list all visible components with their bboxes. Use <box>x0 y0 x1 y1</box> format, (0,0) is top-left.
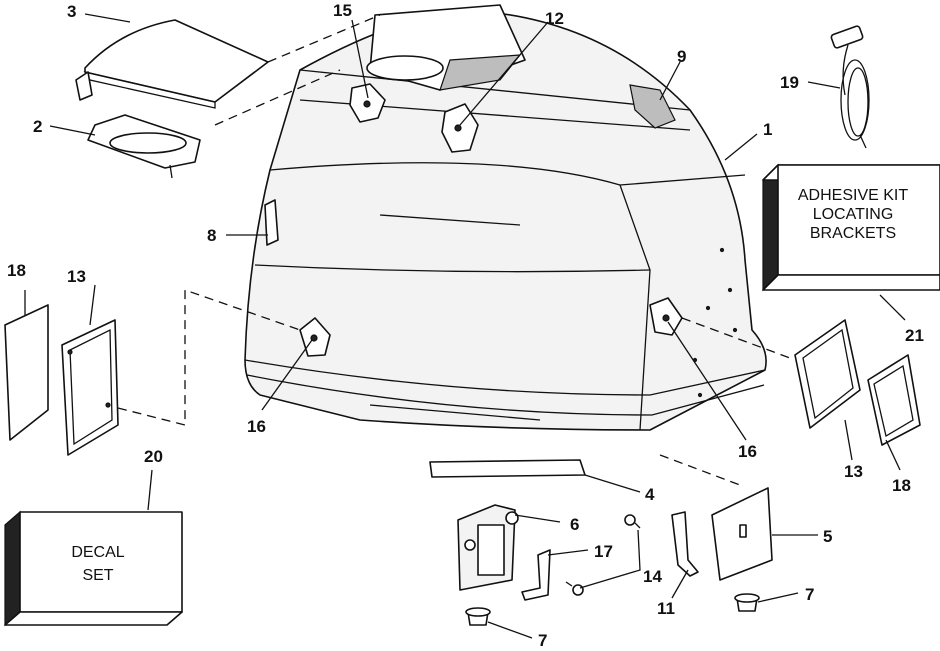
top-cover-plate <box>75 19 269 109</box>
decal-box-line2: SET <box>82 567 113 584</box>
mount-bracket-assembly <box>457 504 551 601</box>
callout-15: 15 <box>333 1 352 20</box>
assembly-line-left <box>117 289 301 426</box>
callout-1: 1 <box>763 120 772 139</box>
decal-panel-left <box>4 304 49 441</box>
cable-with-probe <box>830 25 870 149</box>
callout-7a: 7 <box>805 585 814 604</box>
callout-20: 20 <box>144 447 163 466</box>
callout-6: 6 <box>570 515 579 534</box>
callout-3: 3 <box>67 2 76 21</box>
callout-14: 14 <box>643 567 662 586</box>
assembly-line-top <box>214 69 341 126</box>
callout-18b: 18 <box>892 476 911 495</box>
callout-7b: 7 <box>538 631 547 650</box>
callout-13b: 13 <box>844 462 863 481</box>
decal-set-box: DECAL SET <box>4 510 183 627</box>
callout-2: 2 <box>33 117 42 136</box>
leader-lines <box>24 13 906 639</box>
callout-18a: 18 <box>7 261 26 280</box>
assembly-line-bottom <box>659 454 741 486</box>
callout-8: 8 <box>207 226 216 245</box>
rear-bracket-plate <box>711 487 773 581</box>
left-side-panels <box>4 304 119 456</box>
kit-box-line1: ADHESIVE KIT <box>798 187 908 204</box>
adhesive-kit-box: ADHESIVE KIT LOCATING BRACKETS <box>762 163 940 292</box>
assembly-line-right <box>681 317 791 359</box>
gasket-ring <box>87 114 201 179</box>
callout-4: 4 <box>645 485 655 504</box>
assembly-line-top-2 <box>267 14 381 63</box>
callout-21: 21 <box>905 326 924 345</box>
callout-11: 11 <box>657 599 675 618</box>
callout-12: 12 <box>545 9 564 28</box>
decal-box-line1: DECAL <box>71 544 124 561</box>
callout-16b: 16 <box>738 442 757 461</box>
grommets <box>465 593 760 626</box>
callout-16a: 16 <box>247 417 266 436</box>
callout-17: 17 <box>594 542 613 561</box>
callout-19: 19 <box>780 73 799 92</box>
kit-box-line3: BRACKETS <box>810 225 896 242</box>
window-frame-left <box>61 319 119 456</box>
right-side-panels <box>794 319 921 446</box>
callout-9: 9 <box>677 47 686 66</box>
callout-13a: 13 <box>67 267 86 286</box>
callout-5: 5 <box>823 527 832 546</box>
angle-bracket <box>671 511 699 577</box>
engine-cover <box>244 4 767 431</box>
kit-box-line2: LOCATING <box>813 206 894 223</box>
screws <box>565 514 641 596</box>
callout-numbers: 1 2 3 4 5 6 7 7 8 9 11 12 13 13 14 15 16… <box>7 1 924 650</box>
decal-panel-right <box>867 354 921 446</box>
trim-strip <box>429 459 586 478</box>
